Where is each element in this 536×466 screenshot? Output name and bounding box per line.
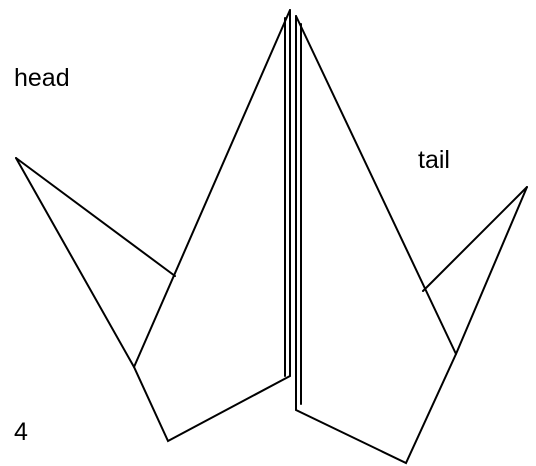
step-number-label: 4	[14, 418, 28, 446]
left-body-diagonal-edge	[133, 9, 291, 368]
left-wing-fold-edge	[15, 157, 176, 277]
right-body-diagonal-edge	[295, 15, 457, 355]
right-wing-fold-edge	[422, 186, 528, 292]
left-wing-outer-edge	[15, 9, 291, 443]
tail-label: tail	[418, 146, 450, 174]
right-wing-outer-edge	[295, 15, 528, 465]
head-label: head	[14, 64, 70, 92]
